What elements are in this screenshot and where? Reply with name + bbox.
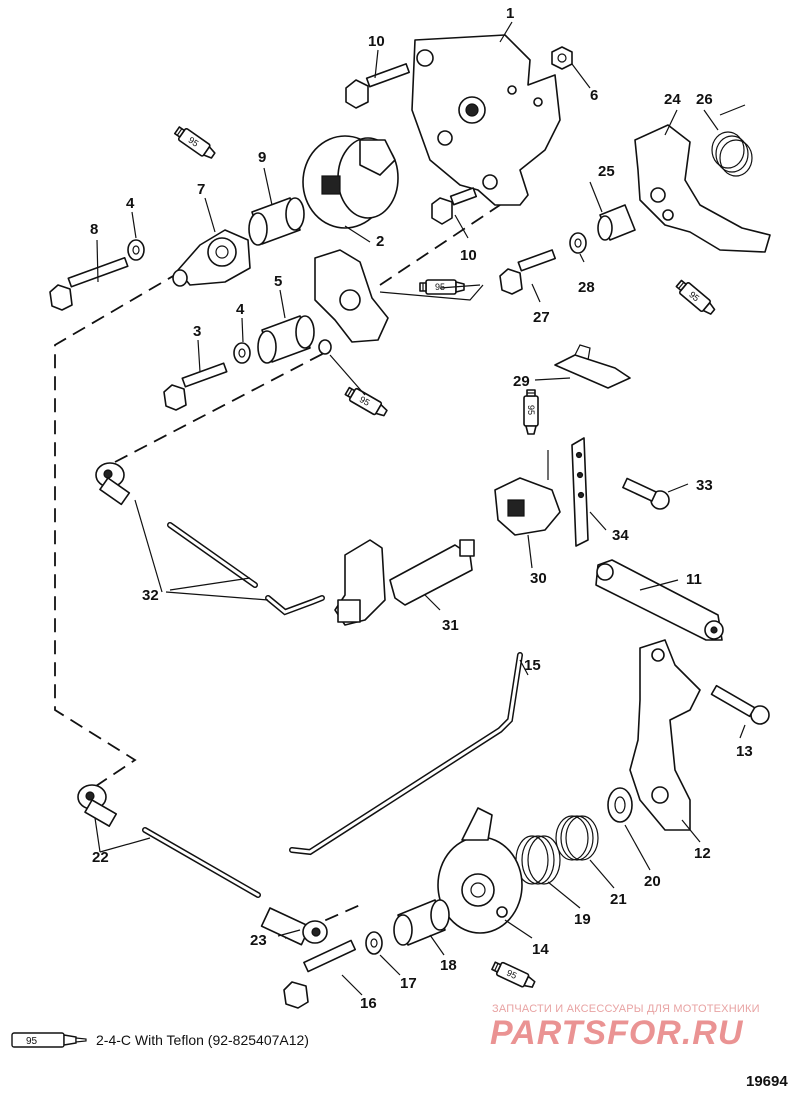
callout-29: 29 xyxy=(513,373,530,390)
part-18-bushing xyxy=(393,899,450,946)
lubricant-tube-3: 95 xyxy=(673,277,718,318)
part-5-bushing xyxy=(257,315,315,364)
part-27-bolt xyxy=(499,249,556,295)
part-12-lever xyxy=(629,639,701,831)
part-21-spring xyxy=(555,815,599,861)
callout-15: 15 xyxy=(524,657,541,674)
part-32-rod-assembly xyxy=(95,462,325,616)
part-6-nut xyxy=(551,46,573,70)
linkage-path-dashed-upper xyxy=(114,349,331,463)
part-11-link-arm xyxy=(595,559,724,641)
callout-28: 28 xyxy=(578,279,595,296)
svg-text:95: 95 xyxy=(26,1036,38,1047)
callout-23: 23 xyxy=(250,932,267,949)
callout-21: 21 xyxy=(610,891,627,908)
part-20-washer xyxy=(607,787,633,823)
callout-7: 7 xyxy=(197,181,205,198)
svg-text:95: 95 xyxy=(358,394,372,408)
part-1-mounting-plate xyxy=(411,34,561,206)
callout-11: 11 xyxy=(686,571,702,588)
part-19-spring xyxy=(515,835,561,885)
part-16-bolt xyxy=(283,939,357,1009)
callout-4-upper: 4 xyxy=(126,195,135,212)
svg-text:95: 95 xyxy=(526,405,536,415)
part-2-throttle-cam xyxy=(302,135,399,229)
callout-12: 12 xyxy=(694,845,711,862)
callout-3: 3 xyxy=(193,323,201,340)
part-34-strap xyxy=(571,437,589,547)
callout-30: 30 xyxy=(530,570,547,587)
callout-31: 31 xyxy=(442,617,459,634)
part-4-washer-upper xyxy=(127,239,145,261)
callout-numbers: 1 10 6 24 26 9 25 7 4 8 2 10 28 5 4 27 3… xyxy=(90,5,753,1012)
figure-number: 19694 xyxy=(746,1073,788,1090)
part-30-cam-follower xyxy=(494,477,561,536)
callout-20: 20 xyxy=(644,873,661,890)
callout-18: 18 xyxy=(440,957,457,974)
callout-14: 14 xyxy=(532,941,549,958)
part-9-bushing xyxy=(248,197,305,246)
callout-5: 5 xyxy=(274,273,282,290)
part-4-washer-lower xyxy=(233,342,251,364)
lubricant-tube-6: 95 xyxy=(489,958,538,992)
lubricant-tube-icon: 95 xyxy=(11,1032,87,1048)
part-3-bolt xyxy=(163,362,228,411)
part-29-clip xyxy=(554,344,631,389)
part-13-screw xyxy=(710,684,770,725)
callout-22: 22 xyxy=(92,849,109,866)
callout-4-lower: 4 xyxy=(236,301,245,318)
throttle-lever-arm xyxy=(314,249,389,355)
callout-10-upper: 10 xyxy=(368,33,385,50)
part-8-bolt xyxy=(49,256,129,311)
callout-10-lower: 10 xyxy=(460,247,477,264)
lubricant-tube-4: 95 xyxy=(343,384,390,420)
callout-13: 13 xyxy=(736,743,753,760)
svg-text:95: 95 xyxy=(687,289,701,303)
part-25-bushing xyxy=(597,204,636,241)
part-10-bolt-upper xyxy=(345,63,410,109)
leader-lines xyxy=(94,21,746,996)
part-14-lever xyxy=(437,807,523,934)
svg-text:95: 95 xyxy=(505,968,518,981)
lubricant-tube-1: 95 xyxy=(172,123,218,163)
part-17-washer xyxy=(365,931,383,955)
svg-text:95: 95 xyxy=(186,135,200,149)
callout-34: 34 xyxy=(612,527,629,544)
part-7-link xyxy=(172,229,251,287)
part-22-rod-assembly xyxy=(77,784,261,898)
part-15-link-rod xyxy=(289,652,523,856)
callout-26: 26 xyxy=(696,91,713,108)
callout-27: 27 xyxy=(533,309,550,326)
callout-17: 17 xyxy=(400,975,417,992)
callout-16: 16 xyxy=(360,995,377,1012)
linkage-path-dashed-right xyxy=(379,204,501,286)
watermark-logo: PARTSFOR.RU xyxy=(490,1014,744,1052)
callout-33: 33 xyxy=(696,477,713,494)
legend: 95 2-4-C With Teflon (92-825407A12) xyxy=(10,1030,309,1050)
watermark-tagline: ЗАПЧАСТИ И АКСЕССУАРЫ ДЛЯ МОТОТЕХНИКИ xyxy=(492,1003,760,1015)
part-24-bracket xyxy=(634,124,771,253)
callout-9: 9 xyxy=(258,149,266,166)
callout-8: 8 xyxy=(90,221,98,238)
svg-text:95: 95 xyxy=(435,282,445,292)
part-23-ball-joint xyxy=(260,907,328,946)
part-26-spring xyxy=(711,104,753,177)
part-33-screw xyxy=(622,477,670,510)
callout-1: 1 xyxy=(506,5,514,22)
part-31-shaft-assembly xyxy=(334,539,475,626)
lubricant-tube-2: 95 xyxy=(419,279,465,295)
callout-6: 6 xyxy=(590,87,598,104)
callout-2: 2 xyxy=(376,233,384,250)
legend-text: 2-4-C With Teflon (92-825407A12) xyxy=(96,1032,309,1048)
part-28-washer xyxy=(569,232,587,254)
callout-25: 25 xyxy=(598,163,615,180)
callout-32: 32 xyxy=(142,587,159,604)
linkage-path-dashed xyxy=(54,271,181,791)
callout-19: 19 xyxy=(574,911,591,928)
part-10-bolt-lower xyxy=(431,187,478,225)
callout-24: 24 xyxy=(664,91,681,108)
lubricant-tube-5: 95 xyxy=(523,389,539,435)
